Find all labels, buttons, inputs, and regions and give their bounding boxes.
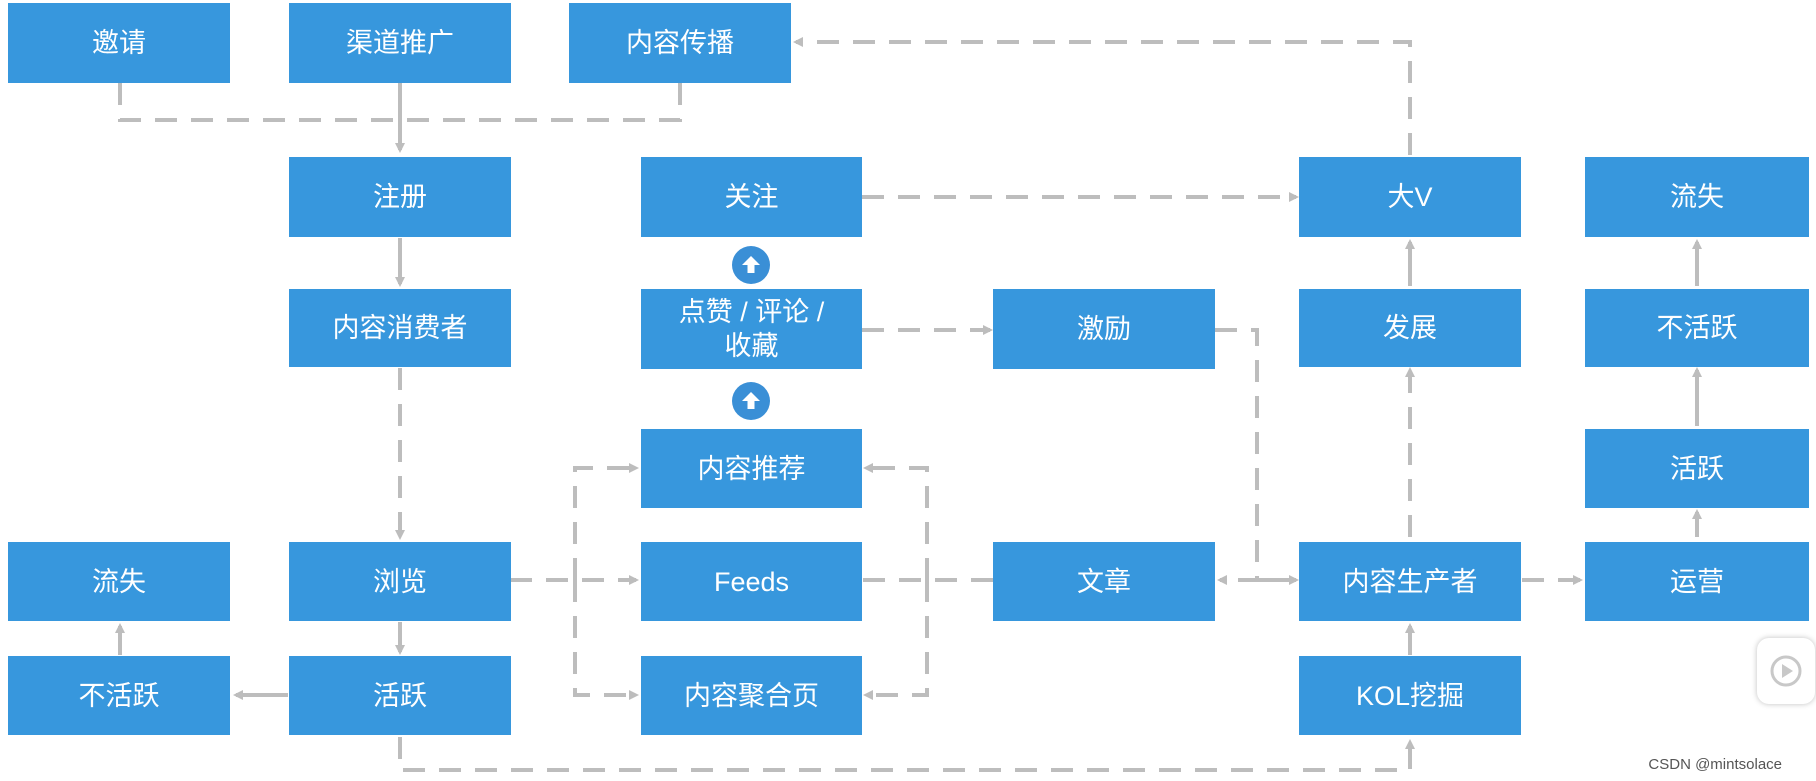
node-invite-label: 邀请 [92,28,146,58]
node-inactive-left: 不活跃 [8,656,230,735]
node-like-comment-collect-line2: 收藏 [724,331,779,361]
node-inactive-left-label: 不活跃 [78,680,160,711]
node-like-comment-collect-line1: 点赞 / 评论 / [678,297,825,327]
node-content-aggregate: 内容聚合页 [641,656,862,735]
node-content-recommend-label: 内容推荐 [697,453,806,484]
node-browse: 浏览 [289,542,511,621]
connector-active-to-kol [398,737,1415,772]
connector-bigv-to-spread [793,37,1412,155]
node-active-right-label: 活跃 [1670,453,1724,484]
node-active-right: 活跃 [1585,429,1809,508]
up-arrow-icon [732,382,770,420]
node-incentive-label: 激励 [1077,314,1131,344]
node-content-consumer: 内容消费者 [289,289,511,367]
node-feeds: Feeds [641,542,862,621]
node-active-left-label: 活跃 [373,680,427,711]
connector-left-bracket-top [573,463,639,580]
connector-invite-merge [118,83,682,122]
node-invite: 邀请 [8,3,230,83]
node-follow: 关注 [641,157,862,237]
node-channel-promotion: 渠道推广 [289,3,511,83]
node-develop: 发展 [1299,289,1521,367]
node-churn-right-label: 流失 [1670,182,1724,212]
node-article-label: 文章 [1077,566,1131,597]
node-article: 文章 [993,542,1215,621]
node-churn-left-label: 流失 [92,566,146,597]
node-content-aggregate-label: 内容聚合页 [684,680,819,711]
play-glyph-icon [1770,655,1802,687]
connector-right-bracket-top [863,463,929,580]
node-content-producer: 内容生产者 [1299,542,1521,621]
node-content-producer-label: 内容生产者 [1342,566,1478,597]
node-register-label: 注册 [373,182,427,212]
node-content-spread-label: 内容传播 [626,28,734,58]
play-icon[interactable] [1757,638,1815,704]
connector-right-bracket-bottom [863,580,929,700]
node-incentive: 激励 [993,289,1215,369]
node-content-consumer-label: 内容消费者 [332,313,468,343]
node-follow-label: 关注 [724,182,779,212]
node-content-recommend: 内容推荐 [641,429,862,508]
node-operation: 运营 [1585,542,1809,621]
node-kol-mining: KOL挖掘 [1299,656,1521,735]
watermark-text: CSDN @mintsolace [1648,756,1782,773]
node-register: 注册 [289,157,511,237]
node-big-v: 大V [1299,157,1521,237]
node-inactive-right-label: 不活跃 [1656,313,1738,343]
node-browse-label: 浏览 [373,566,427,597]
node-feeds-label: Feeds [713,566,790,597]
node-active-left: 活跃 [289,656,511,735]
connector-left-bracket-bottom [573,580,639,700]
node-inactive-right: 不活跃 [1585,289,1809,367]
node-big-v-label: 大V [1387,182,1433,212]
node-kol-mining-label: KOL挖掘 [1355,680,1465,711]
node-churn-right: 流失 [1585,157,1809,237]
connector-incentive-to-producer [1215,328,1299,585]
node-channel-promotion-label: 渠道推广 [346,28,454,58]
node-like-comment-collect: 点赞 / 评论 / 收藏 [641,289,862,369]
node-operation-label: 运营 [1670,566,1724,597]
up-arrow-icon [732,246,770,284]
node-content-spread: 内容传播 [569,3,791,83]
node-churn-left: 流失 [8,542,230,621]
node-develop-label: 发展 [1383,313,1437,343]
